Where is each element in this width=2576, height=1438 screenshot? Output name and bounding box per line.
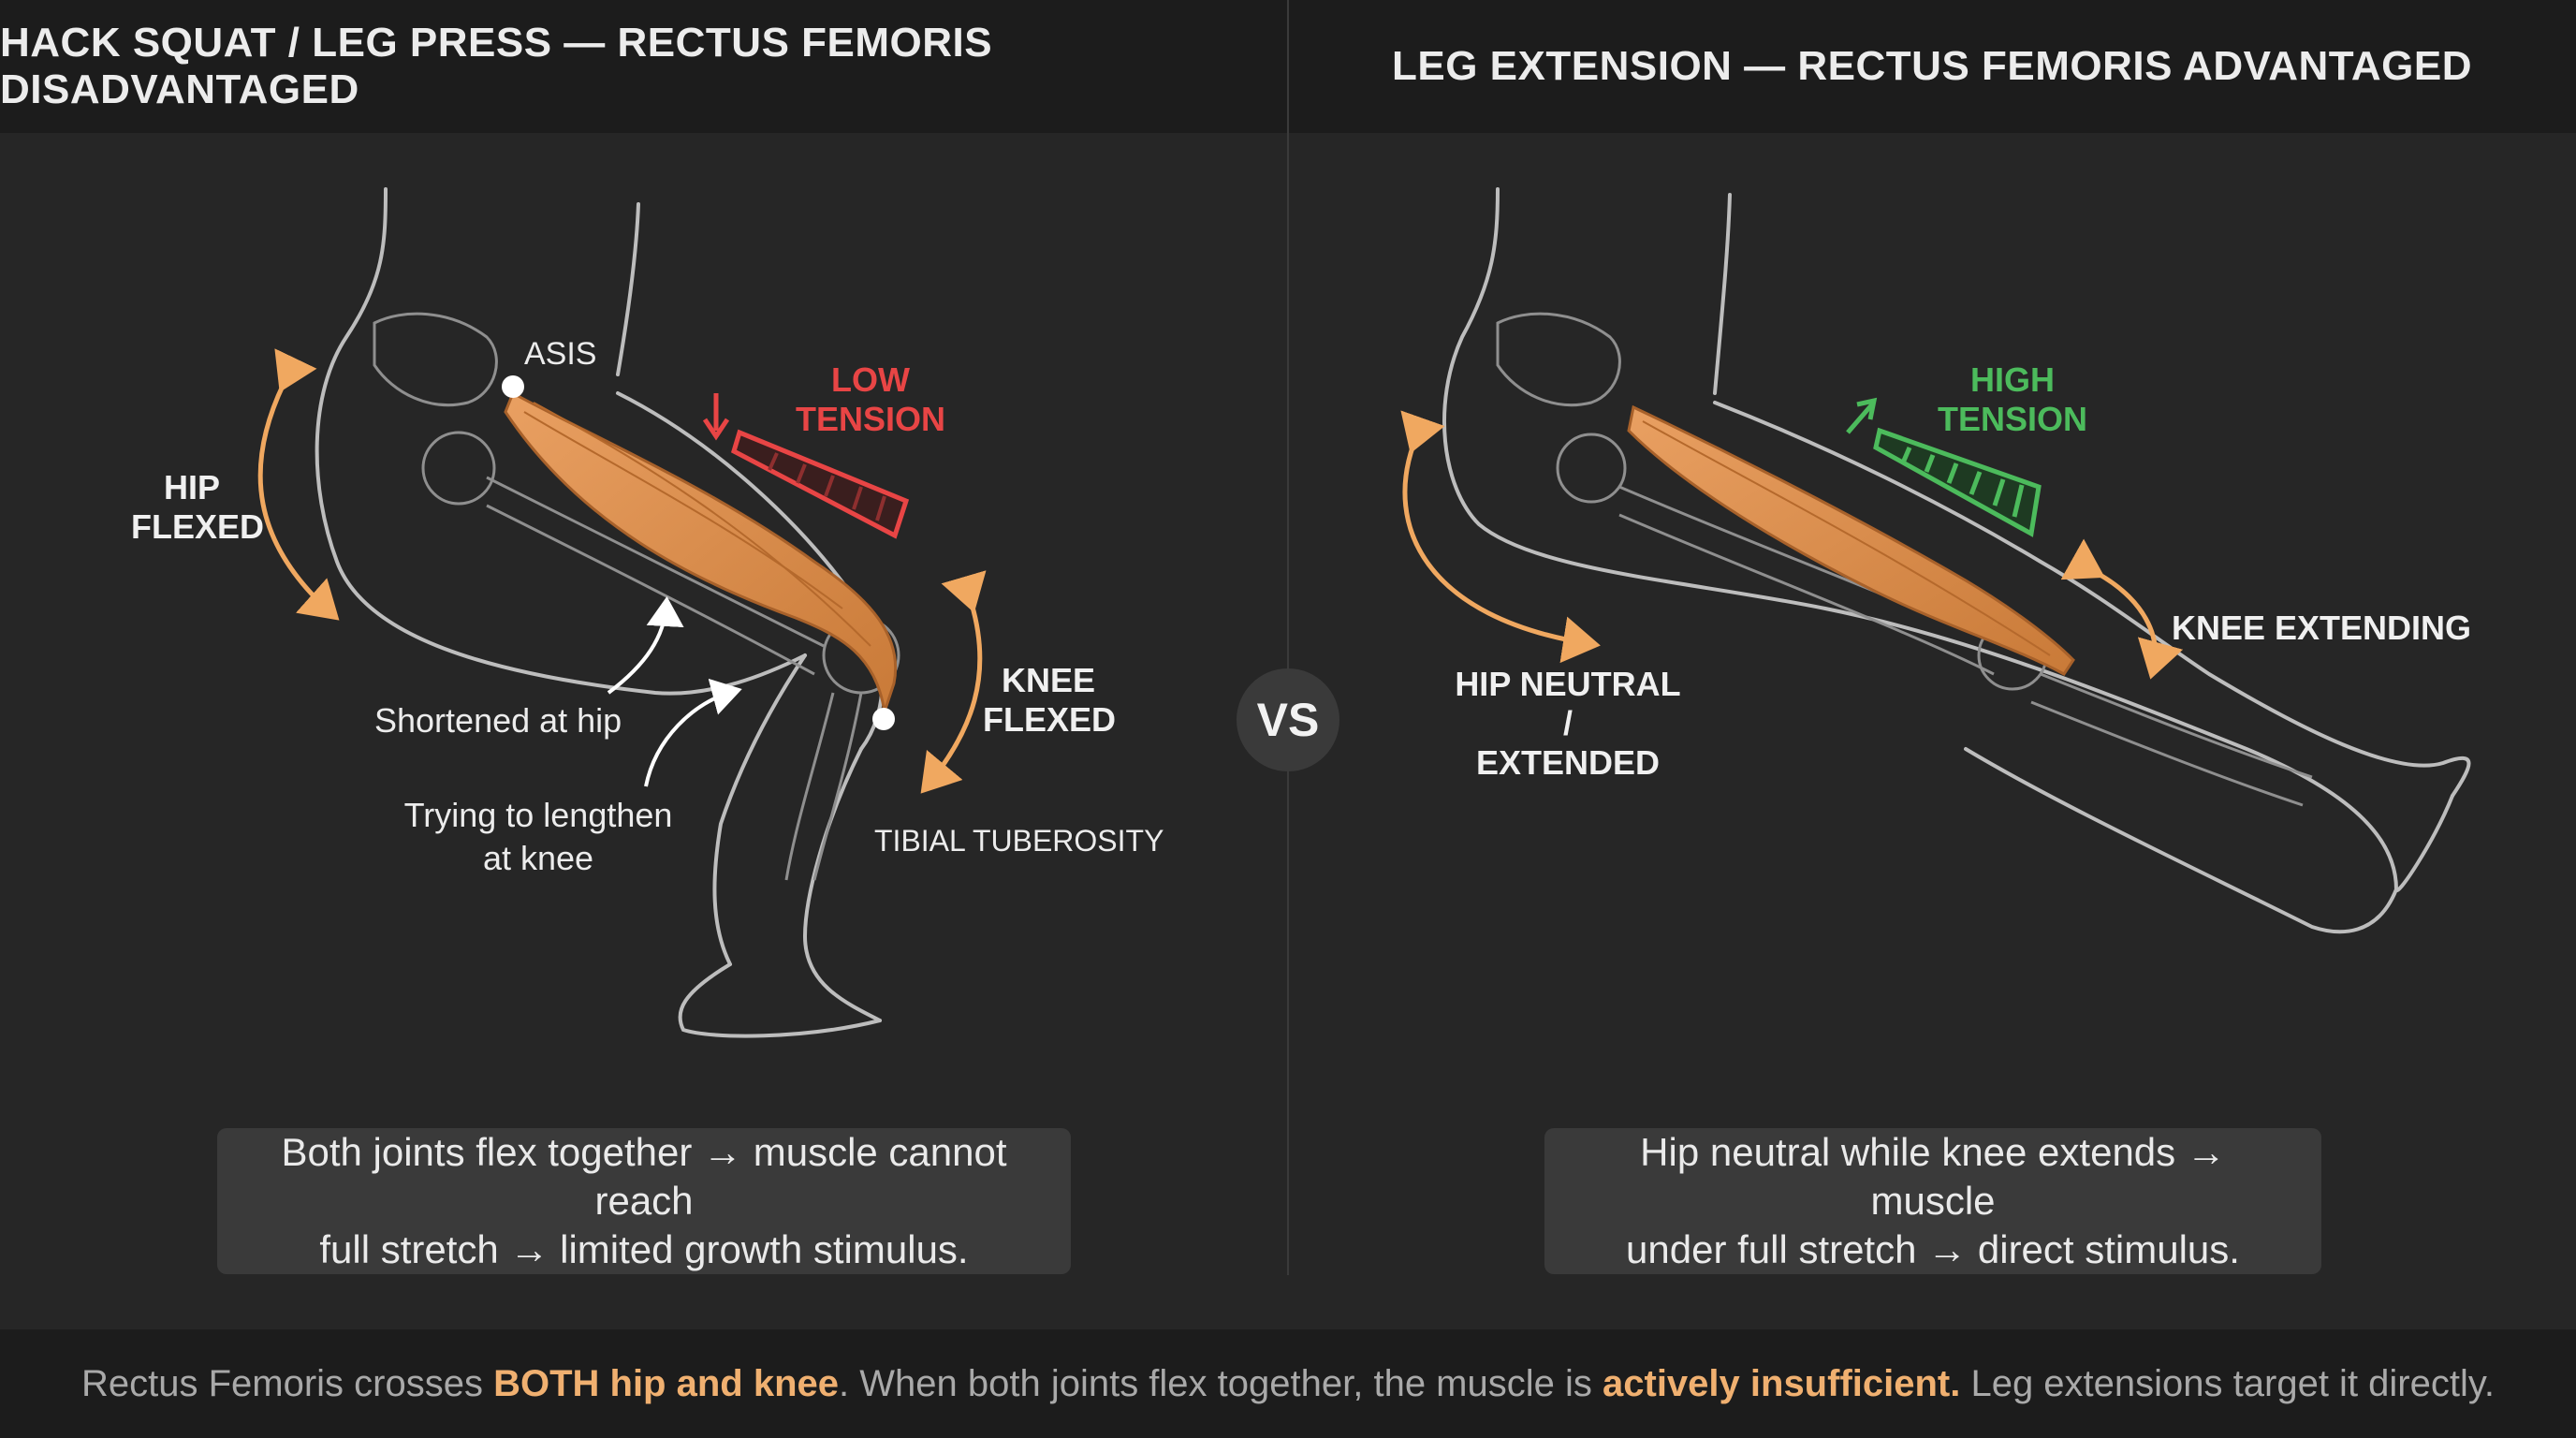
knee-flexed-line2: FLEXED (983, 700, 1117, 739)
hip-flexed-line1: HIP (163, 468, 220, 506)
low-tension-line2: TENSION (796, 400, 946, 438)
asis-marker (502, 375, 524, 398)
footer-part1: Rectus Femoris crosses (80, 1362, 494, 1404)
hip-neutral-line1: HIP NEUTRAL / (1455, 665, 1681, 742)
hip-neutral-arrow (1400, 410, 1601, 664)
tibial-tuberosity-label: TIBIAL TUBEROSITY (874, 824, 1164, 858)
footer-part3: Leg extensions target it directly. (1960, 1362, 2496, 1404)
hip-flexed-arrow (257, 348, 340, 621)
footer-note: Rectus Femoris crosses BOTH hip and knee… (0, 1329, 2576, 1438)
left-rectus-femoris (504, 390, 898, 712)
left-caption: Both joints flex together → muscle canno… (217, 1128, 1071, 1274)
hip-neutral-label: HIP NEUTRAL / EXTENDED (1451, 665, 1685, 783)
footer-part2: . When both joints flex together, the mu… (839, 1362, 1603, 1404)
high-tension-label: HIGH TENSION (1938, 360, 2087, 439)
lengthen-line1: Trying to lengthen (403, 796, 673, 834)
knee-flexed-line1: KNEE (1001, 661, 1096, 699)
right-leg-outline (1442, 187, 2471, 934)
high-tension-line2: TENSION (1938, 400, 2088, 438)
lengthen-line2: at knee (482, 839, 594, 877)
hip-flexed-line2: FLEXED (131, 507, 265, 546)
left-panel-title: HACK SQUAT / LEG PRESS — RECTUS FEMORIS … (0, 0, 1288, 133)
right-caption-line1: Hip neutral while knee extends → muscle (1640, 1130, 2226, 1223)
lengthen-arrow (644, 678, 742, 787)
knee-flexed-arrow (920, 570, 987, 794)
right-caption-line2: under full stretch → direct stimulus. (1626, 1227, 2240, 1271)
knee-extending-arrow (2060, 538, 2184, 680)
hip-neutral-line2: EXTENDED (1475, 743, 1661, 782)
panel-divider (1287, 0, 1289, 1275)
lengthen-label: Trying to lengthen at knee (402, 794, 674, 880)
low-tension-line1: LOW (831, 360, 910, 399)
right-panel-title: LEG EXTENSION — RECTUS FEMORIS ADVANTAGE… (1288, 0, 2576, 133)
knee-extending-label: KNEE EXTENDING (2172, 609, 2472, 647)
left-caption-line2: full stretch → limited growth stimulus. (319, 1227, 969, 1271)
knee-flexed-label: KNEE FLEXED (983, 661, 1117, 740)
hip-flexed-label: HIP FLEXED (131, 468, 265, 547)
high-tension-gauge (1846, 397, 2042, 537)
vs-badge: VS (1237, 668, 1339, 771)
asis-label: ASIS (524, 336, 597, 372)
tibial-marker (872, 708, 895, 730)
left-leg-bones (373, 312, 900, 881)
shortened-label: Shortened at hip (374, 701, 622, 740)
footer-highlight-2: actively insufficient. (1603, 1362, 1961, 1404)
shortened-arrow (607, 596, 684, 695)
low-tension-label: LOW TENSION (796, 360, 945, 439)
footer-highlight-1: BOTH hip and knee (493, 1362, 840, 1404)
left-caption-line1: Both joints flex together → muscle canno… (281, 1130, 1007, 1223)
low-tension-gauge (702, 393, 910, 539)
high-tension-line1: HIGH (1970, 360, 2055, 399)
right-caption: Hip neutral while knee extends → muscle … (1544, 1128, 2321, 1274)
